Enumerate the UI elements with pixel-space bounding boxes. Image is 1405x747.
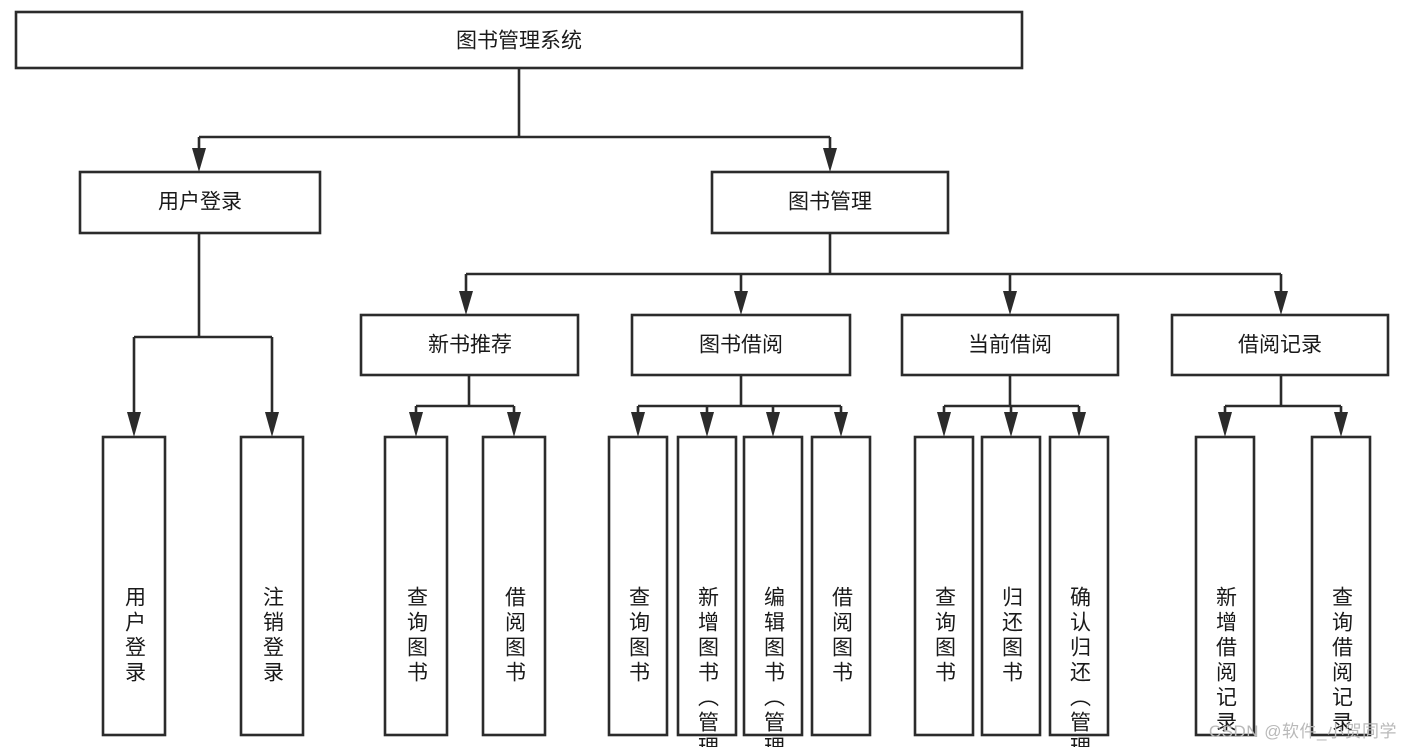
- node-root[interactable]: 图书管理系统: [14, 10, 1024, 70]
- node-user-login-box[interactable]: [78, 170, 322, 235]
- leaf-query-book-borrow-box[interactable]: [607, 435, 669, 737]
- node-book-borrow[interactable]: 图书借阅: [630, 313, 852, 377]
- leaf-borrow-book-recommend-box[interactable]: [481, 435, 547, 737]
- node-user-login[interactable]: 用户登录: [78, 170, 322, 235]
- node-book-borrow-label: 图书借阅: [699, 334, 783, 357]
- leaf-edit-book[interactable]: 编辑图书（管理员）: [742, 435, 804, 747]
- leaf-add-book-label: 新增图书（管理员）: [696, 586, 720, 747]
- node-user-login-label: 用户登录: [158, 191, 242, 214]
- leaf-add-borrow-record[interactable]: 新增借阅记录: [1194, 435, 1256, 737]
- arrow-cb-leaf-3: [1072, 412, 1086, 437]
- leaf-logout-label: 注销登录: [261, 586, 285, 686]
- arrow-to-new-book-recommend: [459, 291, 473, 315]
- node-current-borrow-box[interactable]: [900, 313, 1120, 377]
- leaf-query-borrow-record-box[interactable]: [1310, 435, 1372, 737]
- leaf-confirm-return-box[interactable]: [1048, 435, 1110, 737]
- node-book-manage-box[interactable]: [710, 170, 950, 235]
- arrow-root-to-book-manage: [823, 148, 837, 172]
- csdn-watermark: CSDN @软件_小贺同学: [1208, 722, 1397, 741]
- arrow-user-login-leaf-1: [127, 412, 141, 437]
- leaf-edit-book-box[interactable]: [742, 435, 804, 737]
- arrow-to-book-borrow: [734, 291, 748, 315]
- leaf-add-book[interactable]: 新增图书（管理员）: [676, 435, 738, 747]
- leaf-query-book-current-label: 查询图书: [933, 586, 957, 686]
- arrow-to-current-borrow: [1003, 291, 1017, 315]
- leaf-query-book-current[interactable]: 查询图书: [913, 435, 975, 737]
- leaf-query-book-recommend-label: 查询图书: [405, 586, 429, 686]
- leaf-query-book-borrow[interactable]: 查询图书: [607, 435, 669, 737]
- leaf-edit-book-label: 编辑图书（管理员）: [762, 586, 786, 747]
- leaf-user-login[interactable]: 用户登录: [101, 435, 167, 737]
- leaf-borrow-book-label: 借阅图书: [830, 586, 854, 686]
- node-borrow-record-label: 借阅记录: [1238, 334, 1322, 357]
- leaf-borrow-book[interactable]: 借阅图书: [810, 435, 872, 737]
- node-new-book-recommend-box[interactable]: [359, 313, 580, 377]
- arrow-bb-leaf-2: [700, 412, 714, 437]
- arrow-root-to-user-login: [192, 148, 206, 172]
- arrow-to-borrow-record: [1274, 291, 1288, 315]
- leaf-query-borrow-record-label: 查询借阅记录: [1330, 586, 1354, 736]
- leaf-user-login-box[interactable]: [101, 435, 167, 737]
- arrow-cb-leaf-2: [1004, 412, 1018, 437]
- leaf-return-book-box[interactable]: [980, 435, 1042, 737]
- leaf-borrow-book-recommend[interactable]: 借阅图书: [481, 435, 547, 737]
- leaf-query-book-borrow-label: 查询图书: [627, 586, 651, 686]
- leaf-confirm-return[interactable]: 确认归还（管理员）: [1048, 435, 1110, 747]
- leaf-borrow-book-recommend-label: 借阅图书: [503, 586, 527, 686]
- node-book-manage[interactable]: 图书管理: [710, 170, 950, 235]
- leaf-add-borrow-record-label: 新增借阅记录: [1214, 586, 1238, 736]
- node-book-manage-label: 图书管理: [788, 191, 872, 214]
- leaf-query-book-current-box[interactable]: [913, 435, 975, 737]
- arrow-br-leaf-1: [1218, 412, 1232, 437]
- arrow-cb-leaf-1: [937, 412, 951, 437]
- arrow-bb-leaf-4: [834, 412, 848, 437]
- leaf-user-login-label: 用户登录: [123, 586, 147, 686]
- leaf-logout-box[interactable]: [239, 435, 305, 737]
- leaf-logout[interactable]: 注销登录: [239, 435, 305, 737]
- arrow-nbr-leaf-1: [409, 412, 423, 437]
- node-root-box[interactable]: [14, 10, 1024, 70]
- connector-layer: [127, 68, 1348, 437]
- node-new-book-recommend-label: 新书推荐: [428, 334, 512, 357]
- node-root-label: 图书管理系统: [456, 30, 582, 53]
- node-current-borrow[interactable]: 当前借阅: [900, 313, 1120, 377]
- leaf-query-book-recommend[interactable]: 查询图书: [383, 435, 449, 737]
- leaf-query-book-recommend-box[interactable]: [383, 435, 449, 737]
- leaf-add-borrow-record-box[interactable]: [1194, 435, 1256, 737]
- arrow-bb-leaf-3: [766, 412, 780, 437]
- leaf-return-book-label: 归还图书: [1000, 586, 1024, 686]
- node-current-borrow-label: 当前借阅: [968, 334, 1052, 357]
- arrow-br-leaf-2: [1334, 412, 1348, 437]
- leaf-query-borrow-record[interactable]: 查询借阅记录: [1310, 435, 1372, 737]
- arrow-nbr-leaf-2: [507, 412, 521, 437]
- arrow-user-login-leaf-2: [265, 412, 279, 437]
- leaf-add-book-box[interactable]: [676, 435, 738, 737]
- leaf-return-book[interactable]: 归还图书: [980, 435, 1042, 737]
- arrow-bb-leaf-1: [631, 412, 645, 437]
- node-borrow-record[interactable]: 借阅记录: [1170, 313, 1390, 377]
- node-book-borrow-box[interactable]: [630, 313, 852, 377]
- node-borrow-record-box[interactable]: [1170, 313, 1390, 377]
- node-new-book-recommend[interactable]: 新书推荐: [359, 313, 580, 377]
- leaf-borrow-book-box[interactable]: [810, 435, 872, 737]
- leaf-confirm-return-label: 确认归还（管理员）: [1068, 586, 1092, 747]
